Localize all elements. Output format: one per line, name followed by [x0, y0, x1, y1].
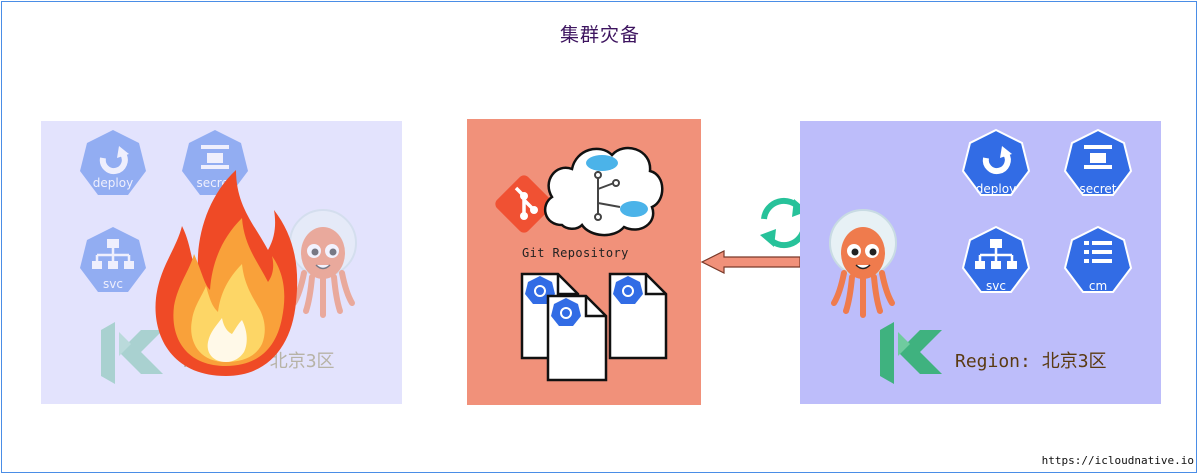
left-deploy-label: deploy — [92, 176, 134, 190]
left-kubesphere-logo — [101, 322, 163, 384]
right-kubesphere-logo — [880, 322, 942, 384]
git-repository-label: Git Repository — [522, 246, 629, 260]
right-deploy-icon: deploy — [960, 128, 1032, 200]
right-secret-icon: secret — [1062, 128, 1134, 200]
git-logo-icon — [495, 175, 553, 233]
right-argo-octopus-icon — [829, 209, 897, 318]
right-secret-label: secret — [1079, 182, 1117, 196]
right-region-label: Region: 北京3区 — [955, 351, 1107, 372]
diagram-title: 集群灾备 — [559, 24, 640, 46]
right-cm-label: cm — [1088, 279, 1108, 293]
cloud-branches-icon — [543, 146, 664, 237]
restore-arrow-icon — [700, 250, 801, 274]
right-svc-icon: svc — [960, 225, 1032, 297]
right-configmap-icon: cm — [1062, 225, 1134, 297]
k8s-manifest-file-icon — [608, 272, 668, 360]
right-deploy-label: deploy — [975, 182, 1017, 196]
left-argo-octopus-icon — [289, 209, 357, 318]
right-svc-label: svc — [986, 279, 1006, 293]
left-deploy-icon: deploy — [77, 128, 149, 200]
left-svc-label: svc — [103, 277, 123, 291]
left-svc-icon: svc — [77, 225, 149, 297]
footer-url: https://icloudnative.io — [1041, 454, 1194, 467]
fire-icon — [155, 170, 298, 376]
k8s-manifest-file-icon — [546, 294, 608, 382]
